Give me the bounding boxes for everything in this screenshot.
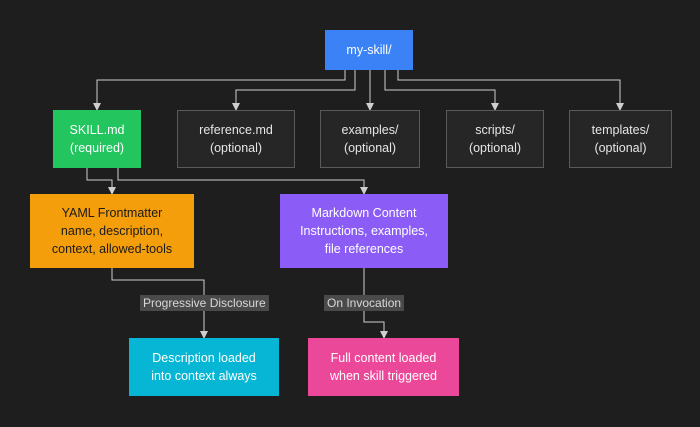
markdown-content-line-2: Instructions, examples,: [300, 224, 428, 238]
templates-note: (optional): [594, 141, 647, 155]
markdown-content-node: Markdown Content Instructions, examples,…: [280, 194, 448, 268]
examples-title: examples/: [341, 123, 399, 137]
templates-node: templates/ (optional): [569, 110, 672, 168]
description-loaded-node: Description loaded into context always: [129, 338, 279, 396]
reference-md-note: (optional): [209, 141, 263, 155]
full-content-loaded-line-1: Full content loaded: [330, 351, 437, 365]
markdown-content-title: Markdown Content: [311, 206, 417, 220]
yaml-frontmatter-line-2: name, description,: [60, 224, 164, 238]
skill-md-note: (required): [69, 141, 125, 155]
edge-root-to-skill-md: [93, 70, 346, 111]
root-folder-node: my-skill/: [325, 30, 413, 70]
full-content-loaded-line-2: when skill triggered: [330, 369, 437, 383]
on-invocation-label: On Invocation: [324, 295, 405, 311]
yaml-frontmatter-node: YAML Frontmatter name, description, cont…: [30, 194, 194, 268]
edge-root-to-scripts: [384, 70, 499, 111]
examples-node: examples/ (optional): [320, 110, 420, 168]
edge-skill-md-to-markdown: [117, 168, 368, 195]
skill-md-node: SKILL.md (required): [53, 110, 141, 168]
description-loaded-line-1: Description loaded: [152, 351, 256, 365]
templates-title: templates/: [591, 123, 650, 137]
yaml-frontmatter-line-3: context, allowed-tools: [51, 242, 173, 256]
skill-md-title: SKILL.md: [69, 123, 125, 137]
description-loaded-line-2: into context always: [151, 369, 257, 383]
reference-md-node: reference.md (optional): [177, 110, 295, 168]
scripts-node: scripts/ (optional): [446, 110, 544, 168]
scripts-note: (optional): [468, 141, 522, 155]
edge-skill-md-to-yaml: [86, 168, 116, 195]
markdown-content-line-3: file references: [324, 242, 404, 256]
scripts-title: scripts/: [475, 123, 515, 137]
root-folder-label: my-skill/: [346, 43, 392, 57]
examples-note: (optional): [343, 141, 397, 155]
reference-md-title: reference.md: [199, 123, 273, 137]
edge-root-to-reference-md: [232, 70, 356, 111]
full-content-loaded-node: Full content loaded when skill triggered: [308, 338, 459, 396]
progressive-disclosure-label: Progressive Disclosure: [140, 295, 269, 311]
edge-root-to-templates: [397, 70, 624, 111]
yaml-frontmatter-title: YAML Frontmatter: [61, 206, 163, 220]
